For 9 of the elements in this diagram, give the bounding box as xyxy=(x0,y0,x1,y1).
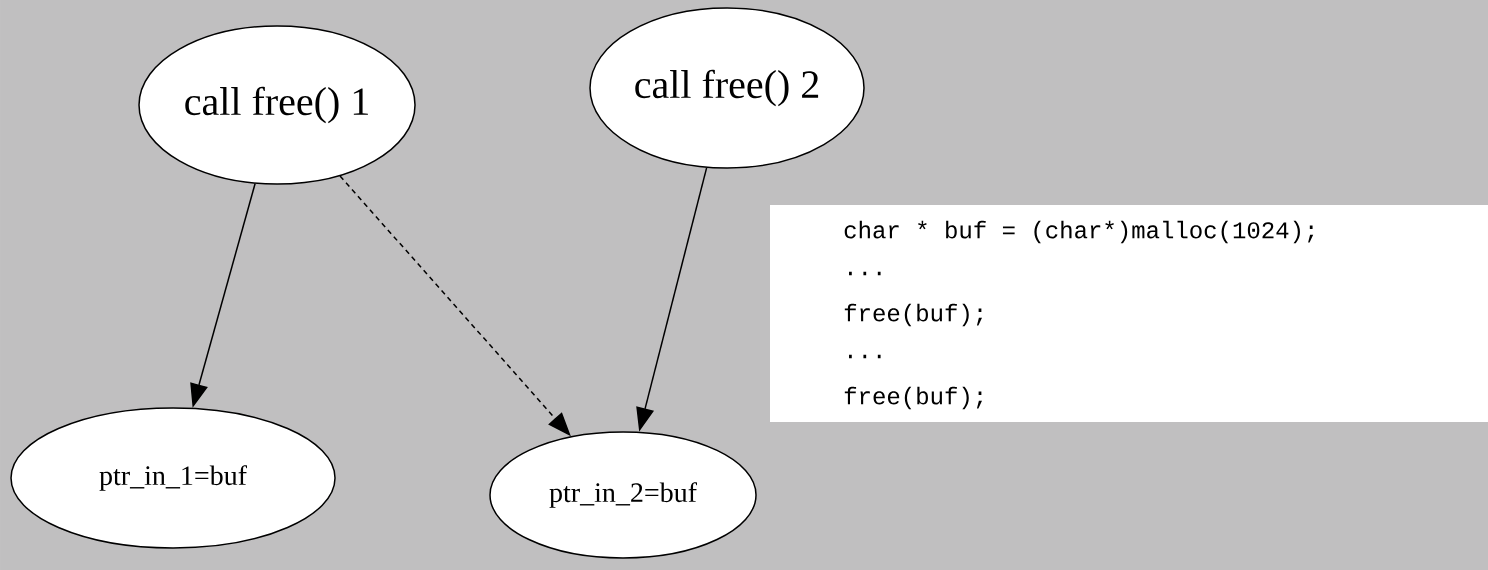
code-line: free(buf); xyxy=(844,303,982,327)
ellipse-node: ptr_in_2=buf xyxy=(489,431,757,559)
ellipse-node: ptr_in_1=buf xyxy=(10,407,336,549)
code-line: ... xyxy=(849,271,881,276)
code-line: free(buf); xyxy=(844,386,982,410)
ellipse-node: call free() 1 xyxy=(138,25,416,185)
ellipse-node: call free() 2 xyxy=(589,7,865,169)
code-line: ... xyxy=(849,354,881,359)
code-line: char * buf = (char*)malloc(1024); xyxy=(844,220,1314,244)
